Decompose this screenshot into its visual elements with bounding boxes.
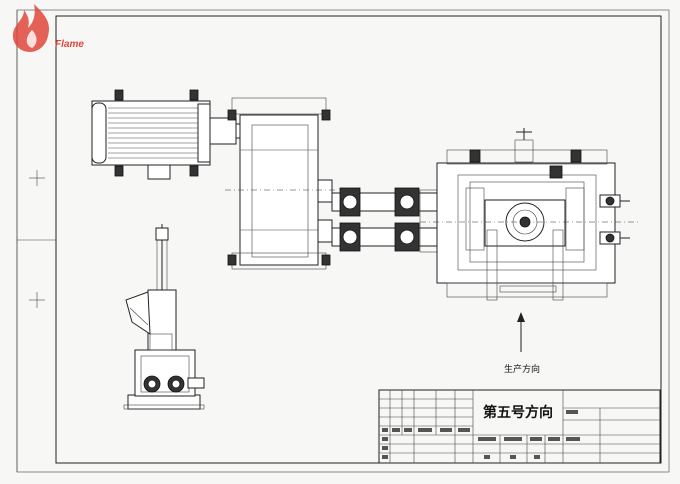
registration-mark-top bbox=[29, 170, 45, 186]
motor bbox=[91, 89, 251, 180]
side-elevation-view bbox=[123, 224, 205, 410]
logo-text: Flame bbox=[55, 39, 84, 50]
gearbox bbox=[225, 97, 335, 270]
title-block-title: 第五号方向 bbox=[483, 404, 553, 421]
production-direction-arrow bbox=[517, 312, 525, 352]
registration-mark-bottom bbox=[29, 292, 45, 308]
flame-icon bbox=[12, 4, 50, 52]
flame-logo bbox=[12, 4, 50, 52]
drive-shafts bbox=[331, 187, 451, 253]
roll-stand bbox=[420, 128, 640, 301]
title-block bbox=[378, 389, 661, 464]
production-direction-label: 生产方向 bbox=[504, 363, 540, 375]
inner-frame bbox=[55, 15, 662, 464]
